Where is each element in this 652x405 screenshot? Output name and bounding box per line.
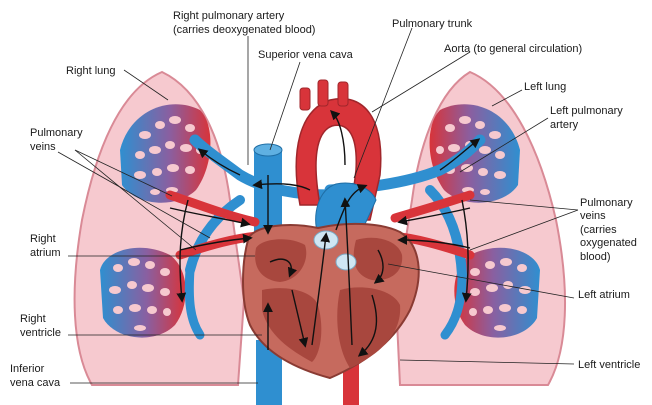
label-right-ventricle: Right [20, 313, 46, 325]
label-pulmonary-veins-right-2: veins [30, 141, 56, 153]
label-pulmonary-veins-left-4: oxygenated [580, 237, 637, 249]
label-left-pulmonary-artery: Left pulmonary [550, 105, 623, 117]
label-right-atrium-2: atrium [30, 247, 61, 259]
label-pulmonary-trunk: Pulmonary trunk [392, 18, 473, 30]
label-right-pulmonary-artery: Right pulmonary artery [173, 10, 285, 22]
label-right-ventricle-2: ventricle [20, 327, 61, 339]
label-right-lung: Right lung [66, 65, 116, 77]
label-aorta: Aorta (to general circulation) [444, 43, 582, 55]
label-right-atrium: Right [30, 233, 56, 245]
right-lower-capillary-bed [100, 248, 186, 338]
label-pulmonary-veins-left-3: (carries [580, 224, 617, 236]
label-pulmonary-veins-left-5: blood) [580, 251, 611, 263]
label-left-pulmonary-artery-2: artery [550, 119, 579, 131]
label-left-lung: Left lung [524, 81, 566, 93]
left-ventricle-chamber [337, 287, 400, 368]
label-right-pulmonary-artery-note: (carries deoxygenated blood) [173, 24, 315, 36]
label-left-atrium: Left atrium [578, 289, 630, 301]
label-inferior-vena-cava-2: vena cava [10, 377, 61, 389]
label-inferior-vena-cava: Inferior [10, 363, 45, 375]
label-pulmonary-veins-right: Pulmonary [30, 127, 83, 139]
label-superior-vena-cava: Superior vena cava [258, 49, 354, 61]
label-left-ventricle: Left ventricle [578, 359, 640, 371]
label-pulmonary-veins-left-2: veins [580, 210, 606, 222]
label-pulmonary-veins-left: Pulmonary [580, 197, 633, 209]
